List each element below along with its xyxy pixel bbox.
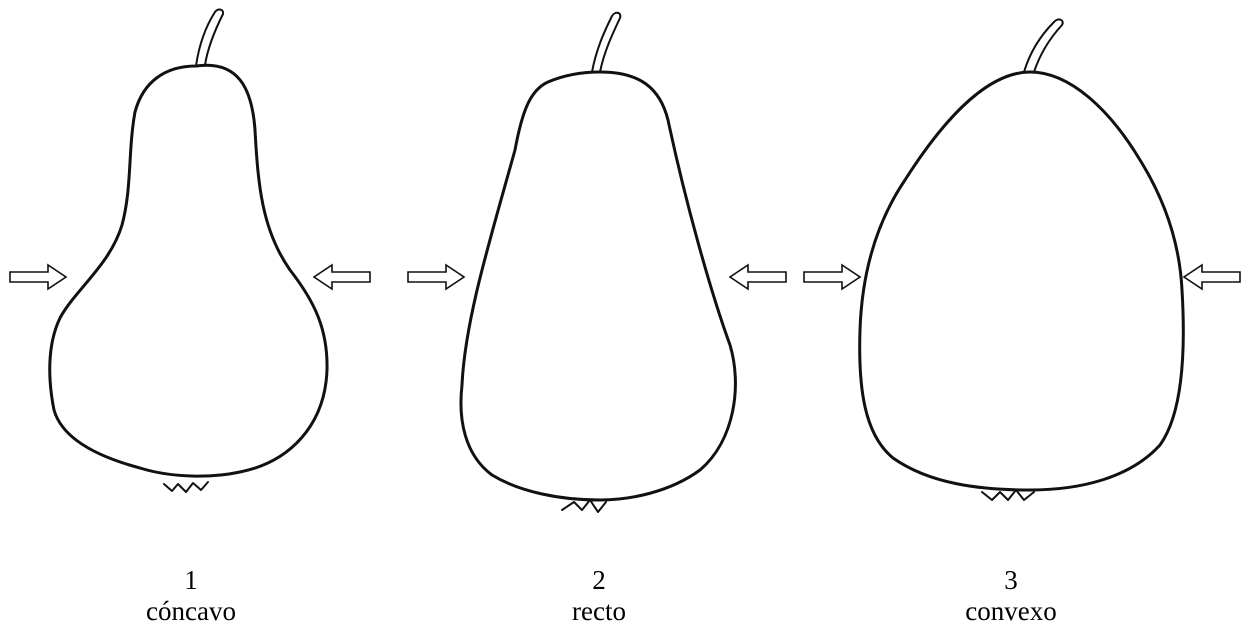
pear-2-stem	[592, 13, 620, 72]
pear-1-caption: 1 cóncavo	[91, 565, 291, 627]
pear-1-number: 1	[91, 565, 291, 596]
pear-3-stem	[1024, 19, 1063, 72]
pear-2-label: recto	[499, 596, 699, 627]
pear-1-concave	[10, 10, 370, 492]
pear-1-right-arrow	[314, 265, 370, 289]
pear-2-left-arrow	[408, 265, 464, 289]
pear-3-number: 3	[911, 565, 1111, 596]
pear-3-right-arrow	[1184, 265, 1240, 289]
pear-2-number: 2	[499, 565, 699, 596]
pear-3-calyx	[982, 490, 1034, 500]
pear-2-outline	[461, 72, 735, 500]
pear-3-caption: 3 convexo	[911, 565, 1111, 627]
pear-3-left-arrow	[804, 265, 860, 289]
pear-1-left-arrow	[10, 265, 66, 289]
pear-3-convex	[804, 19, 1240, 500]
pear-1-calyx	[164, 482, 208, 492]
pear-2-straight	[408, 13, 786, 512]
pear-1-stem	[196, 10, 223, 66]
pear-2-caption: 2 recto	[499, 565, 699, 627]
pear-1-label: cóncavo	[91, 596, 291, 627]
pear-2-calyx	[562, 500, 606, 512]
pear-3-label: convexo	[911, 596, 1111, 627]
pear-2-right-arrow	[730, 265, 786, 289]
pear-3-outline	[860, 72, 1184, 490]
pear-1-outline	[50, 65, 327, 476]
